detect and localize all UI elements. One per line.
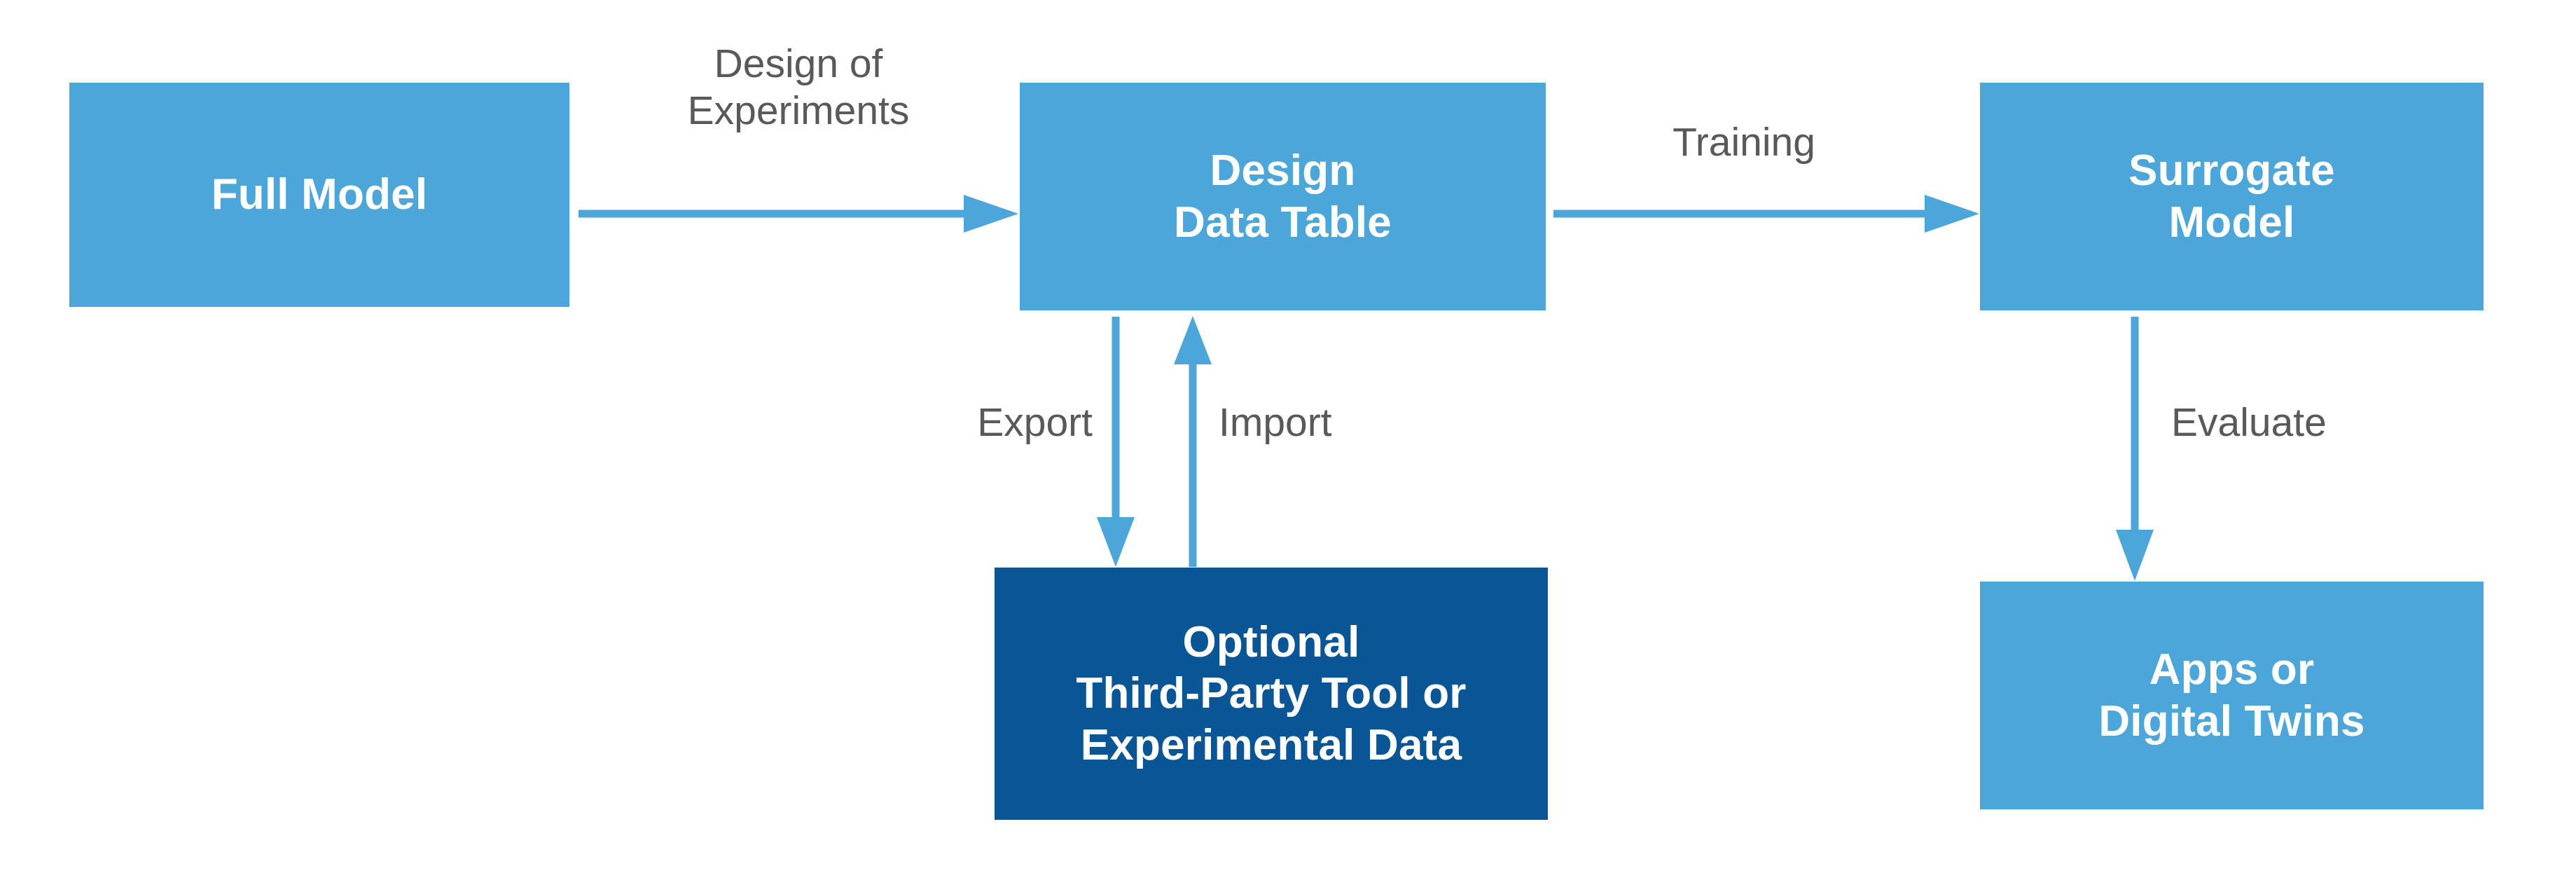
arrow-training bbox=[1553, 195, 1979, 233]
arrow-export bbox=[1097, 317, 1135, 567]
node-optional-third-party-tool[interactable]: Optional Third-Party Tool or Experimenta… bbox=[995, 568, 1548, 820]
edge-label-training: Training bbox=[1673, 120, 1815, 165]
arrow-evaluate bbox=[2116, 317, 2154, 581]
node-apps-or-digital-twins-label: Apps or Digital Twins bbox=[2098, 645, 2365, 746]
edge-label-import: Import bbox=[1219, 400, 1332, 445]
node-surrogate-model-label: Surrogate Model bbox=[2128, 146, 2335, 247]
node-optional-third-party-tool-label: Optional Third-Party Tool or Experimenta… bbox=[1076, 618, 1467, 769]
node-design-data-table[interactable]: Design Data Table bbox=[1020, 83, 1546, 310]
node-full-model[interactable]: Full Model bbox=[69, 83, 569, 307]
node-apps-or-digital-twins[interactable]: Apps or Digital Twins bbox=[1980, 582, 2484, 809]
node-full-model-label: Full Model bbox=[211, 170, 428, 219]
arrow-design-of-experiments bbox=[579, 195, 1018, 233]
node-surrogate-model[interactable]: Surrogate Model bbox=[1980, 83, 2484, 310]
edge-label-export: Export bbox=[977, 400, 1093, 445]
arrow-import bbox=[1174, 316, 1212, 567]
edge-label-design-of-experiments: Design of Experiments bbox=[687, 41, 910, 134]
edge-label-evaluate: Evaluate bbox=[2171, 400, 2327, 445]
node-design-data-table-label: Design Data Table bbox=[1174, 146, 1392, 247]
